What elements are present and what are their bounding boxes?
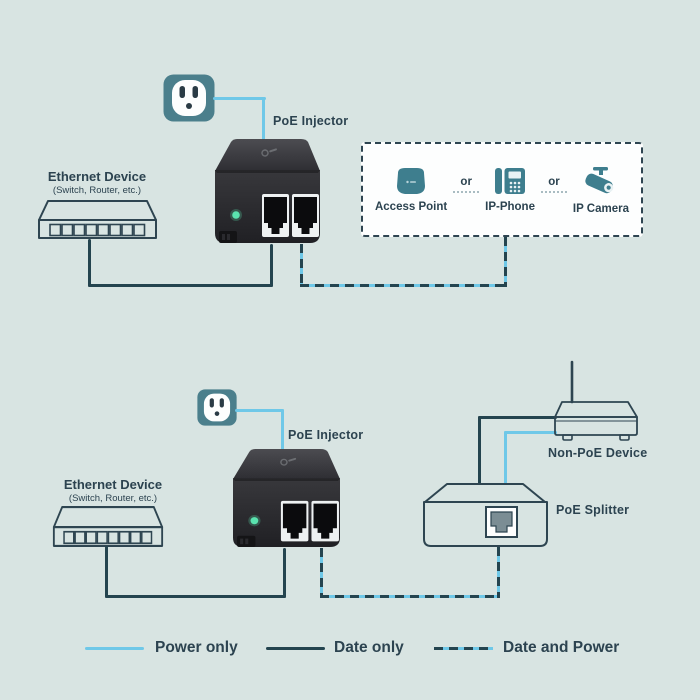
access-point-label: Access Point — [374, 201, 448, 213]
power-line-segment — [504, 431, 557, 434]
data-power-line-segment — [320, 548, 323, 598]
power-line-segment — [262, 97, 265, 142]
ethernet-device-sublabel: (Switch, Router, etc.) — [68, 493, 158, 504]
poe-injector-label: PoE Injector — [288, 428, 364, 442]
power-line-segment — [235, 409, 284, 412]
power-line-segment — [281, 409, 284, 451]
power-line-segment — [504, 431, 507, 484]
ip-camera-item: IP Camera — [573, 144, 629, 215]
or-dotted-line — [453, 191, 480, 193]
data-line-segment — [270, 244, 273, 287]
ethernet-switch-illustration — [38, 200, 157, 239]
poe-injector-device — [233, 449, 340, 548]
access-point-item: Access Point — [375, 144, 447, 213]
power-line-segment — [213, 97, 266, 100]
data-power-line-segment — [320, 595, 500, 598]
ethernet-device-sublabel: (Switch, Router, etc.) — [52, 185, 142, 196]
ethernet-device-labels: Ethernet Device (Switch, Router, etc.) — [54, 477, 172, 504]
data-power-line-segment — [504, 237, 507, 287]
legend-power-only-line — [85, 647, 144, 650]
non-poe-device-illustration — [554, 360, 638, 441]
legend-data-power-label: Date and Power — [503, 639, 620, 656]
poe-splitter-label: PoE Splitter — [556, 503, 630, 517]
data-power-line-segment — [300, 244, 303, 287]
ip-phone-icon — [495, 168, 526, 194]
ip-phone-label: IP-Phone — [485, 201, 535, 213]
powered-devices-box: Access Point or IP-Phone or — [361, 142, 643, 237]
legend-power-only-label: Power only — [155, 639, 238, 656]
or-separator: or — [540, 144, 567, 193]
access-point-icon — [397, 168, 426, 194]
power-outlet-icon — [197, 389, 237, 426]
ethernet-device-label: Ethernet Device — [63, 477, 163, 492]
data-line-segment — [478, 416, 557, 419]
or-dotted-line — [540, 191, 567, 193]
or-separator: or — [453, 144, 480, 193]
ip-camera-label: IP Camera — [572, 203, 629, 215]
data-line-segment — [88, 284, 273, 287]
legend-data-only-label: Date only — [334, 639, 404, 656]
data-power-line-segment — [497, 547, 500, 598]
legend-data-only-line — [266, 647, 325, 650]
data-line-segment — [283, 548, 286, 598]
non-poe-device-label: Non-PoE Device — [548, 446, 648, 460]
power-outlet-icon — [163, 74, 215, 122]
ethernet-switch-illustration — [52, 506, 164, 547]
data-line-segment — [478, 416, 481, 484]
ethernet-device-label: Ethernet Device — [47, 169, 147, 184]
legend-data-power-line — [434, 647, 493, 650]
data-line-segment — [88, 239, 91, 287]
data-power-line-segment — [300, 284, 507, 287]
ip-camera-icon — [585, 167, 614, 194]
data-line-segment — [105, 546, 108, 598]
poe-injector-label: PoE Injector — [273, 114, 349, 128]
ethernet-device-labels: Ethernet Device (Switch, Router, etc.) — [38, 169, 156, 196]
ip-phone-item: IP-Phone — [485, 144, 535, 213]
poe-splitter-illustration — [423, 483, 548, 547]
poe-injector-device — [215, 139, 320, 243]
data-line-segment — [105, 595, 286, 598]
